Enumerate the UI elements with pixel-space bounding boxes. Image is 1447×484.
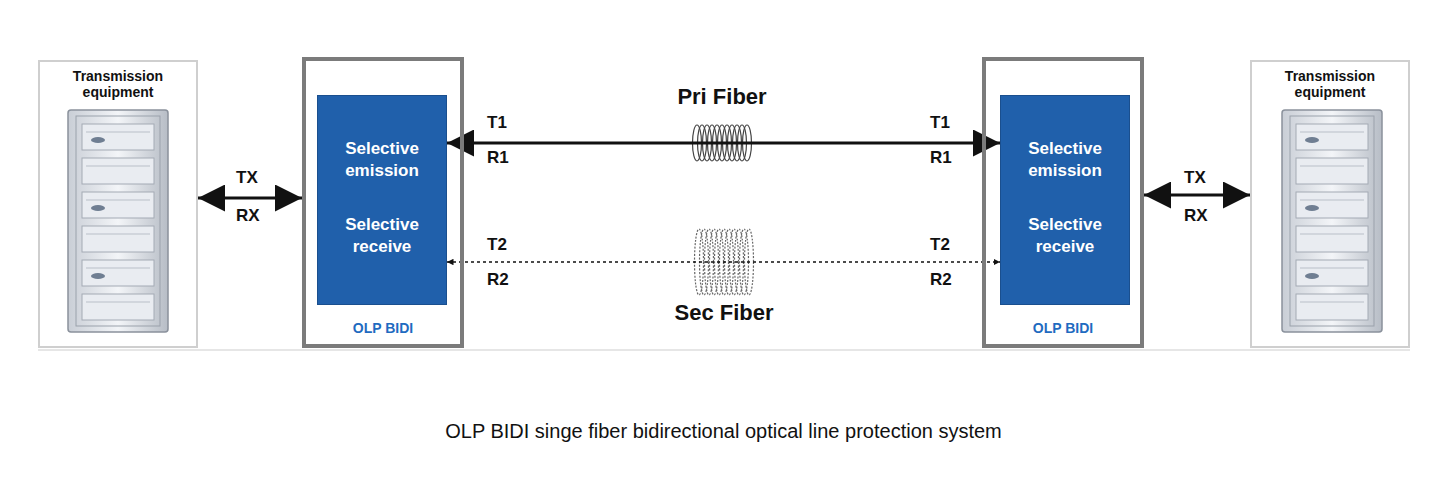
node-text: Transmission equipment xyxy=(40,68,196,100)
module-box: Selective emissionSelective receive xyxy=(1000,95,1130,305)
equipment-box: Transmission equipment xyxy=(1250,60,1410,348)
equipment-box: Transmission equipment xyxy=(38,60,198,348)
module-box: Selective emissionSelective receive xyxy=(317,95,447,305)
port-label: T2 xyxy=(487,235,507,255)
port-label: RX xyxy=(1184,206,1208,226)
port-label: T2 xyxy=(930,235,950,255)
node-text: Selective receive xyxy=(322,214,442,258)
fiber-label: Pri Fiber xyxy=(674,84,769,110)
port-label: TX xyxy=(236,168,258,188)
rack-illustration xyxy=(68,110,168,332)
fiber-connector xyxy=(447,142,1000,145)
port-label: T1 xyxy=(487,113,507,133)
fiber-label: Sec Fiber xyxy=(671,300,776,326)
node-text: OLP BIDI xyxy=(306,320,460,336)
olp-box: OLP BIDI Selective emissionSelective rece… xyxy=(302,57,464,348)
fiber-connector xyxy=(447,261,1000,262)
port-label: R2 xyxy=(487,270,509,290)
node-text: Selective emission xyxy=(1005,138,1125,182)
fiber-connector xyxy=(1144,194,1250,197)
port-label: RX xyxy=(236,206,260,226)
port-label: R2 xyxy=(930,270,952,290)
port-label: R1 xyxy=(487,148,509,168)
fiber-connector xyxy=(198,197,302,200)
node-text: Selective receive xyxy=(1005,214,1125,258)
port-label: T1 xyxy=(930,113,950,133)
node-text: Selective emission xyxy=(322,138,442,182)
port-label: R1 xyxy=(930,148,952,168)
caption: OLP BIDI singe fiber bidirectional optic… xyxy=(0,420,1447,443)
olp-box: OLP BIDI Selective emissionSelective rece… xyxy=(982,57,1144,348)
rack-illustration xyxy=(1282,110,1382,332)
node-text: Transmission equipment xyxy=(1252,68,1408,100)
ground-line xyxy=(38,349,1410,351)
node-text: OLP BIDI xyxy=(986,320,1140,336)
port-label: TX xyxy=(1184,168,1206,188)
